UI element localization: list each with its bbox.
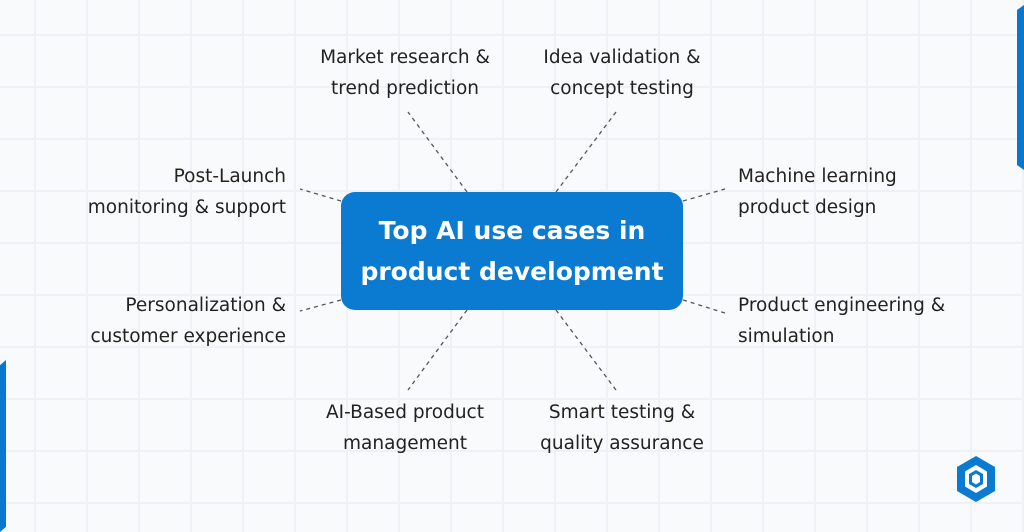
central-topic: Top AI use cases in product development [341, 192, 683, 310]
connector-smart-testing [555, 309, 617, 391]
line: trend prediction [330, 78, 479, 99]
left-accent-bar [0, 360, 6, 532]
item-smart-testing: Smart testing & quality assurance [540, 397, 704, 459]
line: Machine learning [738, 166, 897, 187]
line: Market research & [320, 47, 490, 68]
connector-ai-management [407, 309, 468, 391]
line: concept testing [550, 78, 694, 99]
right-accent-bar [1017, 5, 1024, 170]
connector-personalization [299, 299, 342, 312]
item-market-research: Market research & trend prediction [320, 42, 490, 104]
connector-market-research [407, 111, 468, 193]
line: AI-Based product [326, 402, 484, 423]
line: management [343, 433, 467, 454]
line: customer experience [90, 326, 286, 347]
item-ai-management: AI-Based product management [326, 397, 484, 459]
line: simulation [738, 326, 835, 347]
item-personalization: Personalization & customer experience [90, 290, 286, 352]
hexagon-logo-icon [957, 456, 995, 502]
line: Smart testing & [548, 402, 696, 423]
line: Personalization & [125, 295, 286, 316]
item-engineering: Product engineering & simulation [738, 290, 945, 352]
line: monitoring & support [87, 197, 286, 218]
line: quality assurance [540, 433, 704, 454]
connector-ml-design [682, 188, 726, 202]
connector-engineering [682, 299, 726, 314]
item-idea-validation: Idea validation & concept testing [543, 42, 700, 104]
connector-idea-validation [555, 111, 617, 193]
line: product design [738, 197, 877, 218]
central-title: Top AI use cases in product development [360, 216, 664, 286]
line: Product engineering & [738, 295, 946, 316]
connector-post-launch [299, 188, 342, 202]
line: Idea validation & [543, 47, 701, 68]
line: Post-Launch [173, 166, 286, 187]
item-ml-design: Machine learning product design [738, 161, 897, 223]
item-post-launch: Post-Launch monitoring & support [88, 161, 286, 223]
